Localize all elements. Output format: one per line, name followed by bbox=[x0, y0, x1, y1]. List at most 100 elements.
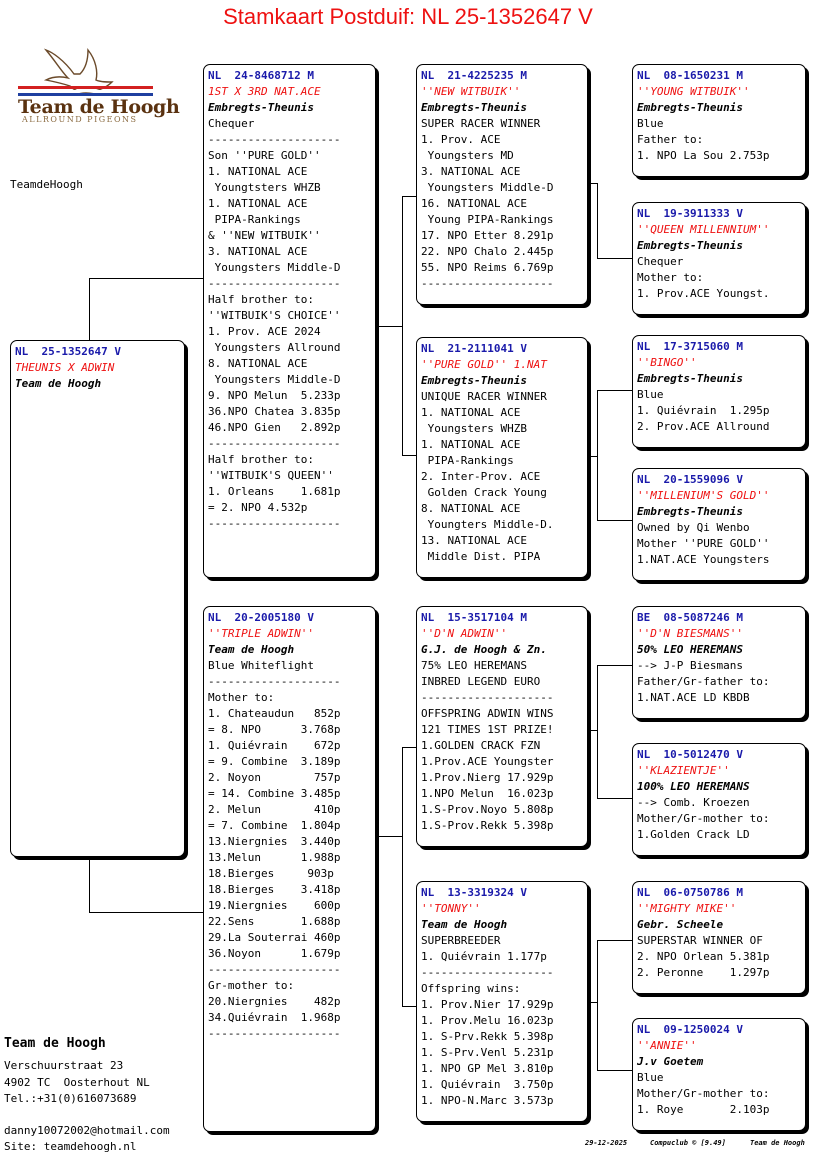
breeder-name: Embregts-Theunis bbox=[421, 101, 527, 114]
connector-line bbox=[376, 836, 403, 837]
info-line: = 14. Combine 3.485p bbox=[208, 787, 341, 800]
info-line: = 8. NPO 3.768p bbox=[208, 723, 341, 736]
info-line: UNIQUE RACER WINNER bbox=[421, 390, 547, 403]
info-line: -------------------- bbox=[208, 133, 341, 146]
info-line: OFFSPRING ADWIN WINS bbox=[421, 707, 554, 720]
info-line: 1. Orleans 1.681p bbox=[208, 485, 341, 498]
info-line: INBRED LEGEND EURO bbox=[421, 675, 541, 688]
connector-line bbox=[588, 456, 598, 457]
info-line: 13.Melun 1.988p bbox=[208, 851, 341, 864]
info-line: 36.NPO Chatea 3.835p bbox=[208, 405, 341, 418]
info-line: --> J-P Biesmans bbox=[637, 659, 743, 672]
info-line: Youngsters MD bbox=[421, 149, 514, 162]
connector-line bbox=[402, 455, 418, 456]
info-line: 55. NPO Reims 6.769p bbox=[421, 261, 554, 274]
pigeon-card-ggm-3[interactable]: NL 10-5012470 V''KLAZIENTJE''100% LEO HE… bbox=[632, 743, 806, 856]
connector-line bbox=[402, 1006, 418, 1007]
pigeon-name: ''D'N ADWIN'' bbox=[421, 627, 508, 640]
info-line: 9. NPO Melun 5.233p bbox=[208, 389, 341, 402]
breeder-name: 100% LEO HEREMANS bbox=[637, 780, 750, 793]
info-line: Middle Dist. PIPA bbox=[421, 550, 541, 563]
info-line: 1. Quiévrain 1.295p bbox=[637, 404, 770, 417]
info-line: 1. NPO GP Mel 3.810p bbox=[421, 1062, 554, 1075]
breeder-name: 50% LEO HEREMANS bbox=[637, 643, 743, 656]
info-line: 1.S-Prov.Rekk 5.398p bbox=[421, 819, 554, 832]
connector-line bbox=[89, 278, 205, 279]
pigeon-name: ''NEW WITBUIK'' bbox=[421, 85, 521, 98]
info-line: 20.Niergnies 482p bbox=[208, 995, 341, 1008]
connector-line bbox=[597, 1070, 633, 1071]
info-line: 1. S-Prv.Venl 5.231p bbox=[421, 1046, 554, 1059]
info-line: 1. NATIONAL ACE bbox=[421, 406, 521, 419]
ring-number: NL 21-2111041 V bbox=[421, 342, 527, 355]
info-line: 19.Niergnies 600p bbox=[208, 899, 341, 912]
info-line: Father/Gr-father to: bbox=[637, 675, 770, 688]
info-line: Blue bbox=[637, 1071, 664, 1084]
pigeon-card-paternal-grandfather[interactable]: NL 21-4225235 M''NEW WITBUIK''Embregts-T… bbox=[416, 64, 588, 305]
info-line: -------------------- bbox=[208, 277, 341, 290]
pigeon-card-paternal-grandmother[interactable]: NL 21-2111041 V ''PURE GOLD'' 1.NAT Embreg… bbox=[416, 337, 588, 578]
info-line: 1.S-Prov.Noyo 5.808p bbox=[421, 803, 554, 816]
info-line: Half brother to: bbox=[208, 293, 314, 306]
info-line: -------------------- bbox=[208, 675, 341, 688]
info-line: Mother to: bbox=[208, 691, 275, 704]
email-link[interactable]: danny10072002@hotmail.com bbox=[4, 1124, 170, 1137]
info-line: 18.Bierges 3.418p bbox=[208, 883, 341, 896]
connector-line bbox=[89, 857, 90, 913]
info-line: 1. Chateaudun 852p bbox=[208, 707, 341, 720]
connector-line bbox=[376, 326, 403, 327]
info-line: 13. NATIONAL ACE bbox=[421, 534, 527, 547]
info-line: Mother to: bbox=[637, 271, 704, 284]
website-link[interactable]: Site: teamdehoogh.nl bbox=[4, 1140, 137, 1153]
pigeon-card-ggf-2[interactable]: NL 17-3715060 M''BINGO''Embregts-Theunis… bbox=[632, 335, 806, 448]
info-line: Offspring wins: bbox=[421, 982, 521, 995]
info-line: SUPERSTAR WINNER OF bbox=[637, 934, 763, 947]
info-line: Half brother to: bbox=[208, 453, 314, 466]
info-line: 1. Prov. ACE 2024 bbox=[208, 325, 321, 338]
info-line: Youngsters Middle-D bbox=[421, 181, 554, 194]
page-title: Stamkaart Postduif: NL 25-1352647 V bbox=[223, 4, 593, 29]
info-line: 1.Prov.ACE Youngster bbox=[421, 755, 554, 768]
pigeon-card-ggm-2[interactable]: NL 20-1559096 V''MILLENIUM'S GOLD''Embre… bbox=[632, 468, 806, 581]
connector-line bbox=[597, 390, 633, 391]
pigeon-name: ''YOUNG WITBUIK'' bbox=[637, 85, 750, 98]
breeder-name: Embregts-Theunis bbox=[421, 374, 527, 387]
ring-number: NL 13-3319324 V bbox=[421, 886, 527, 899]
team-logo bbox=[16, 46, 166, 126]
info-line: 75% LEO HEREMANS bbox=[421, 659, 527, 672]
info-line: 1. Roye 2.103p bbox=[637, 1103, 770, 1116]
info-line: Youngsters Allround bbox=[208, 341, 341, 354]
pigeon-name: ''PURE GOLD'' 1.NAT bbox=[421, 358, 547, 371]
pigeon-name: ''QUEEN MILLENNIUM'' bbox=[637, 223, 770, 236]
info-line: 1.NAT.ACE Youngsters bbox=[637, 553, 770, 566]
info-line: 2. Inter-Prov. ACE bbox=[421, 470, 541, 483]
info-line: 1. NATIONAL ACE bbox=[208, 197, 308, 210]
info-line: Youngters Middle-D. bbox=[421, 518, 554, 531]
pigeon-card-ggf-1[interactable]: NL 08-1650231 M''YOUNG WITBUIK''Embregts… bbox=[632, 64, 806, 177]
breeder-name: Team de Hoogh bbox=[208, 643, 295, 656]
info-line: PIPA-Rankings bbox=[421, 454, 514, 467]
connector-line bbox=[588, 1002, 598, 1003]
info-line: Young PIPA-Rankings bbox=[421, 213, 554, 226]
info-line: --> Comb. Kroezen bbox=[637, 796, 750, 809]
ring-number: NL 19-3911333 V bbox=[637, 207, 743, 220]
info-line: -------------------- bbox=[208, 517, 341, 530]
info-line: 2. Prov.ACE Allround bbox=[637, 420, 770, 433]
pigeon-card-ggf-3[interactable]: BE 08-5087246 M''D'N BIESMANS''50% LEO H… bbox=[632, 606, 806, 719]
connector-line bbox=[402, 747, 418, 748]
info-line: 2. Peronne 1.297p bbox=[637, 966, 770, 979]
pigeon-card-maternal-grandfather[interactable]: NL 15-3517104 M''D'N ADWIN''G.J. de Hoog… bbox=[416, 606, 588, 847]
pigeon-card-ggm-1[interactable]: NL 19-3911333 V''QUEEN MILLENNIUM''Embre… bbox=[632, 202, 806, 315]
pigeon-card-mother[interactable]: NL 20-2005180 V''TRIPLE ADWIN''Team de H… bbox=[203, 606, 376, 1132]
info-line: 3. NATIONAL ACE bbox=[421, 165, 521, 178]
pigeon-card-ggf-4[interactable]: NL 06-0750786 M''MIGHTY MIKE''Gebr. Sche… bbox=[632, 881, 806, 994]
pigeon-name: THEUNIS X ADWIN bbox=[15, 361, 115, 374]
info-line: 2. Noyon 757p bbox=[208, 771, 341, 784]
ring-number: NL 17-3715060 M bbox=[637, 340, 743, 353]
footer-owner: Team de Hoogh bbox=[750, 1139, 805, 1147]
info-line: 1. Quiévrain 1.177p bbox=[421, 950, 547, 963]
